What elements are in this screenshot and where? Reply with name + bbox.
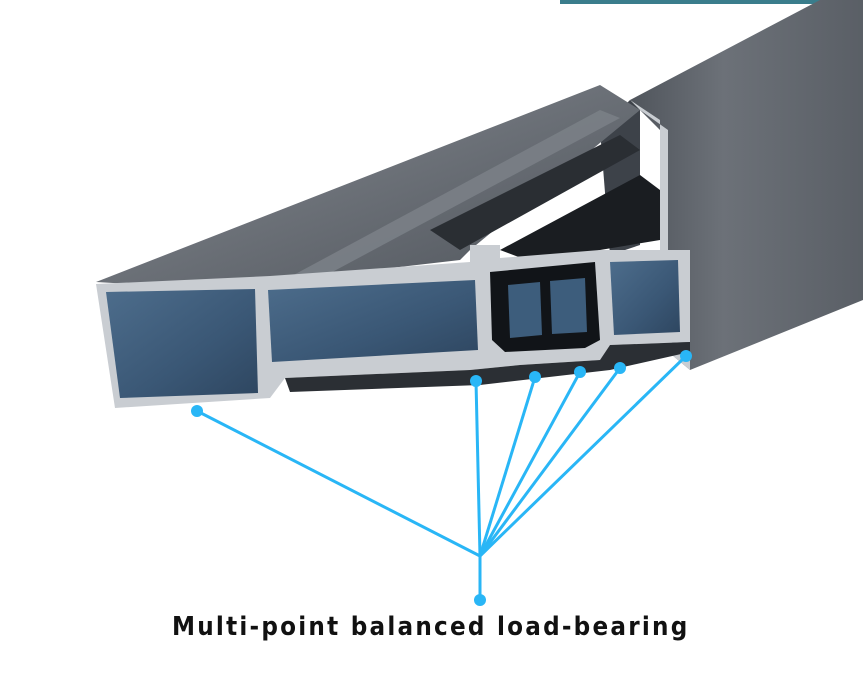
callout-dot-5 xyxy=(614,362,626,374)
callout-line-5 xyxy=(478,367,622,557)
callout-dots xyxy=(191,350,692,606)
callout-line-1 xyxy=(196,409,481,558)
left-cavity xyxy=(106,289,258,398)
feature-caption: Multi-point balanced load-bearing xyxy=(171,612,690,642)
sash-underside xyxy=(285,342,690,392)
callout-line-2 xyxy=(474,380,482,557)
thermal-channel xyxy=(500,175,660,265)
callout-dot-6 xyxy=(680,350,692,362)
callout-dot-bottom xyxy=(474,594,486,606)
callout-dot-4 xyxy=(574,366,586,378)
thermal-break-cavity-right xyxy=(550,278,587,334)
top-accent-strip xyxy=(560,0,863,4)
sash-top-ridge xyxy=(262,110,620,300)
thermal-break-cavity-left xyxy=(508,282,542,338)
middle-cavity xyxy=(268,280,478,362)
sash-groove xyxy=(430,135,640,250)
callout-dot-1 xyxy=(191,405,203,417)
callout-line-3 xyxy=(478,376,537,557)
right-cavity xyxy=(610,260,680,335)
callout-dot-2 xyxy=(470,375,482,387)
callout-line-6 xyxy=(478,354,688,558)
callout-lines xyxy=(196,354,688,600)
sash-top-face xyxy=(96,85,640,292)
callout-dot-3 xyxy=(529,371,541,383)
callout-line-4 xyxy=(478,371,582,557)
